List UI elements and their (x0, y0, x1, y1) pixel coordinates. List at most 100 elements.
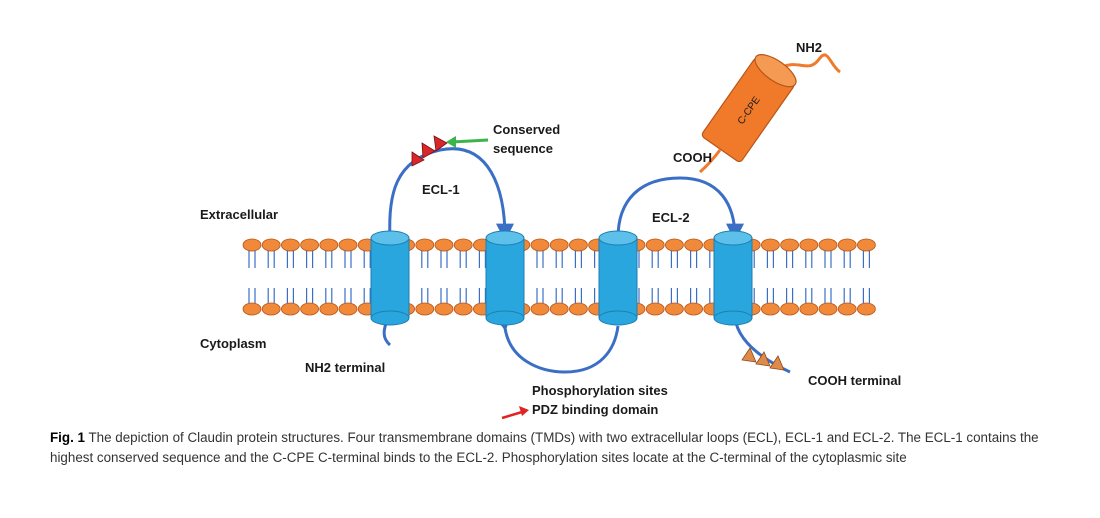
lipid-head (799, 238, 819, 252)
ccpe-cooh-tail (699, 149, 722, 174)
lipid-head (280, 238, 300, 252)
phosphorylation-markers (741, 347, 785, 371)
lipid-head (300, 302, 320, 316)
lipid-head (300, 238, 320, 252)
conserved-sequence-markers (411, 135, 448, 167)
lipid-pair (549, 238, 569, 316)
lipid-pair (434, 238, 454, 316)
lipid-head (261, 302, 281, 316)
conserved-triangle (433, 135, 448, 152)
lipid-head (434, 238, 454, 252)
ccpe-nh2-tail (779, 53, 841, 74)
lipid-head (319, 238, 339, 252)
lipid-pair (837, 238, 857, 316)
phospho-triangle (755, 351, 771, 367)
lipid-head (338, 238, 358, 252)
lipid-head (761, 302, 780, 316)
caption-text: The depiction of Claudin protein structu… (50, 430, 1039, 465)
lipid-pair (818, 238, 838, 316)
claudin-diagram: C-CPE Extracellular Cytoplasm NH2 termin… (200, 40, 901, 420)
figure-label: Fig. 1 (50, 430, 85, 445)
lipid-head (453, 302, 473, 316)
ecl2-label: ECL-2 (652, 210, 690, 225)
lipid-head (684, 238, 703, 252)
lipid-pair (780, 238, 799, 316)
lipid-pair (319, 238, 339, 316)
lipid-head (242, 302, 262, 316)
lipid-head (530, 238, 550, 252)
lipid-pair (857, 238, 876, 316)
ecl1-label: ECL-1 (422, 182, 460, 197)
lipid-head (837, 302, 857, 316)
lipid-pair (242, 238, 262, 316)
lipid-head (665, 238, 684, 252)
tmd-4 (713, 230, 753, 326)
lipid-head (338, 302, 358, 316)
lipid-head (280, 302, 300, 316)
pdz-legend: PDZ binding domain (532, 402, 658, 417)
lipid-pair (415, 238, 435, 316)
conserved-label-line2: sequence (493, 141, 553, 156)
lipid-bilayer (242, 238, 876, 316)
lipid-head (415, 238, 435, 252)
lipid-pair (684, 238, 703, 316)
lipid-head (684, 302, 703, 316)
lipid-head (780, 238, 799, 252)
conserved-triangle (421, 142, 436, 159)
ccpe-nh2-label: NH2 (796, 40, 822, 55)
lipid-head (857, 238, 876, 252)
lipid-pair (453, 238, 473, 316)
ecl2-loop (608, 176, 744, 253)
ecl1-loop (388, 147, 514, 242)
lipid-head (837, 238, 857, 252)
lipid-pair (530, 238, 550, 316)
lipid-pair (761, 238, 780, 316)
lipid-pair (645, 238, 665, 316)
lipid-head (434, 302, 454, 316)
lipid-head (530, 302, 550, 316)
lipid-pair (261, 238, 281, 316)
lipid-head (453, 238, 473, 252)
lipid-head (818, 238, 838, 252)
lipid-head (665, 302, 684, 316)
lipid-pair (338, 238, 358, 316)
ccpe-molecule: C-CPE (699, 53, 841, 174)
figure-caption: Fig. 1 The depiction of Claudin protein … (50, 428, 1050, 468)
lipid-head (818, 302, 838, 316)
lipid-pair (280, 238, 300, 316)
lipid-head (319, 302, 339, 316)
phospho-triangle (741, 347, 757, 363)
ccpe-cooh-label: COOH (673, 150, 712, 165)
phospho-triangle (769, 355, 785, 371)
lipid-head (569, 238, 588, 252)
nh2-terminal-label: NH2 terminal (305, 360, 385, 375)
protein-loops (382, 147, 791, 374)
lipid-head (261, 238, 281, 252)
conserved-label-line1: Conserved (493, 122, 560, 137)
red-arrow-icon (501, 406, 529, 420)
lipid-head (645, 238, 665, 252)
lipid-head (780, 302, 799, 316)
cytoplasm-label: Cytoplasm (200, 336, 266, 351)
phosphorylation-legend: Phosphorylation sites (532, 383, 668, 398)
tmd-2 (485, 230, 525, 326)
cooh-terminal-label: COOH terminal (808, 373, 901, 388)
lipid-head (549, 302, 569, 316)
lipid-pair (799, 238, 819, 316)
lipid-head (415, 302, 435, 316)
lipid-head (645, 302, 665, 316)
lipid-head (569, 302, 588, 316)
lipid-pair (665, 238, 684, 316)
extracellular-label: Extracellular (200, 207, 278, 222)
lipid-pair (300, 238, 320, 316)
lipid-head (761, 238, 780, 252)
conserved-triangle (411, 151, 425, 167)
green-arrow (446, 136, 489, 148)
tmd-1 (370, 230, 410, 326)
lipid-head (549, 238, 569, 252)
lipid-head (857, 302, 876, 316)
lipid-head (242, 238, 262, 252)
icl-loop (493, 312, 620, 374)
tmd-3 (598, 230, 638, 326)
lipid-pair (569, 238, 588, 316)
